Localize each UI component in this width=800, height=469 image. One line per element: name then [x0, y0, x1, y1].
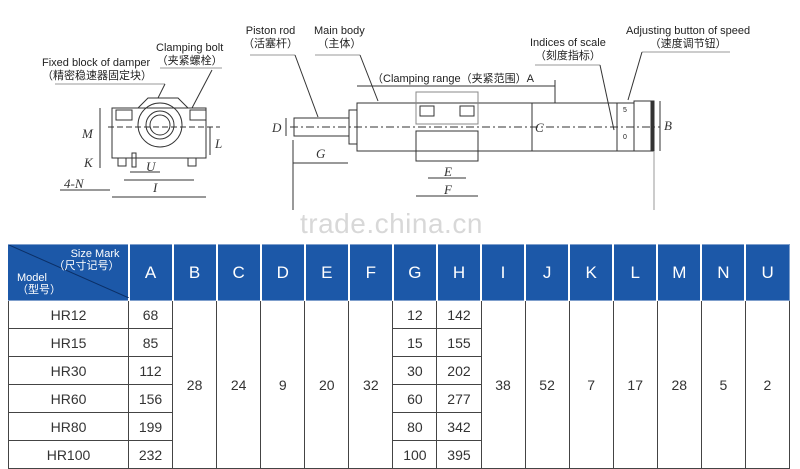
dim-E: E: [444, 164, 452, 179]
cell-G: 15: [392, 328, 438, 357]
diagram-drawing: [55, 51, 730, 210]
cell-G: 100: [392, 440, 438, 469]
model-cn: （型号）: [17, 284, 61, 296]
dim-L: L: [215, 136, 223, 151]
scale-mark-5: 5: [623, 107, 627, 114]
cell-L: 17: [612, 300, 658, 469]
cell-E: 20: [304, 300, 350, 469]
cell-K: 7: [568, 300, 614, 469]
cell-D: 9: [260, 300, 306, 469]
col-M: M: [656, 244, 702, 301]
cell-J: 52: [524, 300, 570, 469]
size-mark-label: Size Mark: [70, 248, 120, 260]
col-I: I: [479, 244, 526, 301]
dim-F: F: [444, 182, 452, 197]
col-J: J: [524, 244, 570, 301]
col-L: L: [612, 244, 658, 301]
cell-U: 2: [744, 300, 791, 469]
cell-H: 202: [436, 356, 482, 385]
table-row: HR12 68 28 24 9 20 32 12 142 38 52 7 17 …: [8, 300, 791, 469]
cell-A: 232: [127, 440, 174, 469]
end-view: [55, 67, 222, 198]
cell-A: 68: [127, 300, 174, 329]
col-F: F: [347, 244, 394, 301]
adjusting-button-label: Adjusting button of speed（速度调节钮）: [626, 25, 751, 50]
dim-4N: 4-N: [64, 176, 84, 191]
col-G: G: [391, 244, 438, 301]
cell-model: HR30: [8, 356, 129, 385]
cell-model: HR80: [8, 412, 129, 441]
cell-model: HR15: [8, 328, 129, 357]
dim-K: K: [84, 155, 93, 170]
col-A: A: [127, 244, 174, 301]
table-row: HR15 85 15 155: [8, 328, 790, 357]
cell-G: 80: [392, 412, 438, 441]
dim-M: M: [82, 126, 93, 141]
diagonal-divider: [9, 245, 129, 298]
col-N: N: [700, 244, 746, 301]
cell-A: 85: [127, 328, 174, 357]
damper-diagram: Fixed block of damper（精密稳速器固定块） Clamping…: [42, 25, 751, 239]
size-mark-cn: （尺寸记号）: [53, 260, 120, 272]
cell-model: HR12: [8, 300, 129, 329]
col-U: U: [744, 244, 791, 301]
model-label: Model: [17, 272, 47, 284]
table-row: HR100 232 100 395: [8, 440, 790, 469]
watermark: trade.china.cn: [300, 208, 483, 239]
dim-G: G: [316, 146, 326, 161]
scale-mark-0: 0: [623, 134, 627, 141]
corner-header: Size Mark（尺寸记号） Model（型号）: [8, 244, 129, 301]
table-row: HR80 199 80 342: [8, 412, 790, 441]
cell-M: 28: [656, 300, 702, 469]
col-C: C: [215, 244, 262, 301]
cell-H: 142: [436, 300, 482, 329]
cell-F: 32: [348, 300, 394, 469]
header-row: Size Mark（尺寸记号） Model（型号） A B C D E F G …: [8, 244, 791, 301]
dim-C: C: [535, 120, 544, 135]
side-view: [250, 51, 730, 210]
table-row: HR60 156 60 277: [8, 384, 790, 413]
piston-rod-label: Piston rod（活塞杆）: [243, 25, 298, 50]
col-B: B: [171, 244, 218, 301]
spec-table: Size Mark（尺寸记号） Model（型号） A B C D E F G …: [8, 244, 791, 469]
cell-N: 5: [700, 300, 746, 469]
indices-of-scale-label: Indices of scale（刻度指标）: [530, 37, 606, 62]
dim-I: I: [153, 180, 158, 195]
col-E: E: [303, 244, 350, 301]
cell-A: 112: [127, 356, 174, 385]
cell-B: 28: [172, 300, 218, 469]
cell-C: 24: [216, 300, 262, 469]
cell-A: 199: [127, 412, 174, 441]
cell-model: HR100: [8, 440, 129, 469]
cell-H: 277: [436, 384, 482, 413]
cell-G: 30: [392, 356, 438, 385]
cell-model: HR60: [8, 384, 129, 413]
main-body-label: Main body（主体）: [314, 25, 365, 50]
col-H: H: [435, 244, 482, 301]
clamping-range-label: （Clamping range（夹紧范围）A: [372, 73, 534, 85]
dim-B: B: [664, 118, 672, 133]
fixed-block-label: Fixed block of damper（精密稳速器固定块）: [42, 57, 152, 82]
cell-A: 156: [127, 384, 174, 413]
cell-G: 60: [392, 384, 438, 413]
cell-I: 38: [480, 300, 526, 469]
clamping-bolt-label: Clamping bolt（夹紧螺栓）: [156, 42, 224, 67]
cell-G: 12: [392, 300, 438, 329]
col-D: D: [259, 244, 306, 301]
cell-H: 342: [436, 412, 482, 441]
col-K: K: [568, 244, 614, 301]
dim-U: U: [146, 159, 156, 174]
cell-H: 395: [436, 440, 482, 469]
cell-H: 155: [436, 328, 482, 357]
dim-D: D: [272, 120, 282, 135]
